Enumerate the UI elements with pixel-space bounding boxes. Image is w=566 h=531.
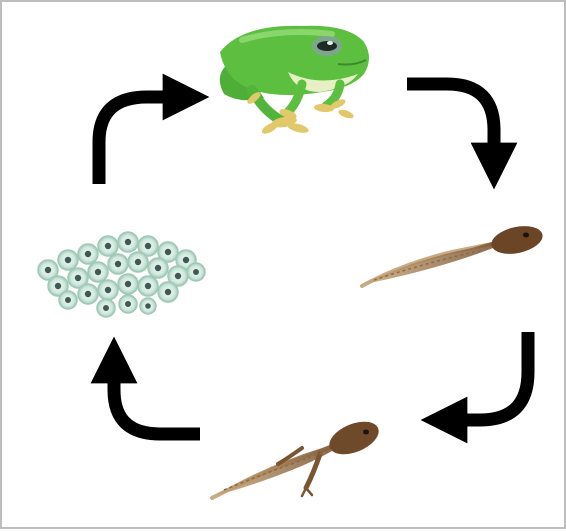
arrow-legged-tadpole-to-eggs — [114, 374, 200, 434]
arrow-frog-to-tadpole — [407, 84, 494, 152]
frog-eggs-image — [38, 232, 205, 317]
tadpole-with-legs-image — [212, 415, 383, 498]
tadpole-image — [362, 222, 545, 286]
arrow-tadpole-to-legged-tadpole — [458, 332, 528, 420]
adult-frog-image — [220, 26, 369, 136]
arrow-eggs-to-frog — [99, 97, 172, 184]
